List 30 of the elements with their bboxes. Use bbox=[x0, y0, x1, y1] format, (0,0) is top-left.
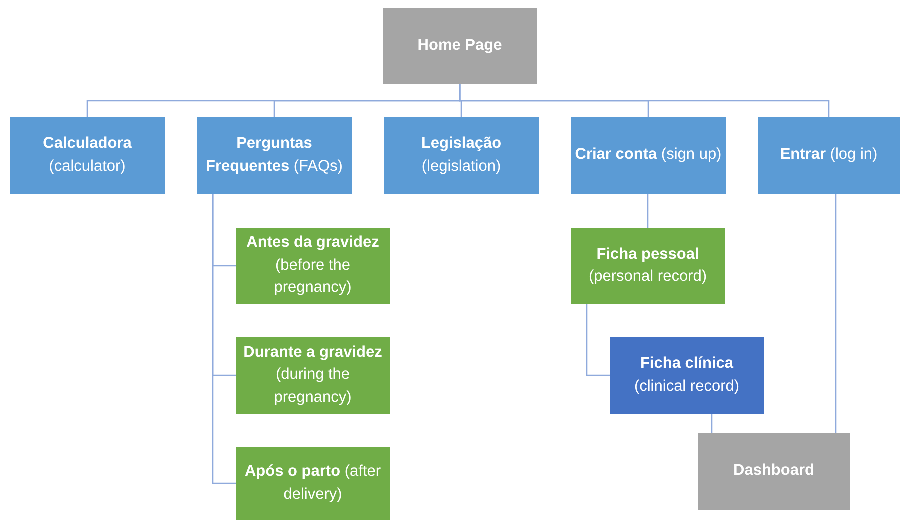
connector-line bbox=[586, 304, 610, 376]
subpage-box bbox=[236, 447, 390, 520]
node-label: Antes da gravidez (before the pregnancy) bbox=[246, 233, 380, 298]
page-box bbox=[571, 117, 726, 194]
node-label: Calculadora (calculator) bbox=[42, 134, 133, 176]
page-box bbox=[758, 117, 900, 194]
node-label: Ficha clínica (clinical record) bbox=[633, 354, 741, 396]
node-label: Home Page bbox=[418, 36, 502, 56]
node-label: Perguntas Frequentes (FAQs) bbox=[205, 134, 344, 176]
node-label: Legislação (legislation) bbox=[420, 134, 503, 176]
node-label: Após o parto (after delivery) bbox=[244, 462, 382, 504]
page-box bbox=[383, 8, 537, 84]
page-box bbox=[10, 117, 165, 194]
subpage-box bbox=[571, 228, 725, 304]
subpage-box bbox=[236, 228, 390, 304]
node-label: Dashboard bbox=[734, 461, 814, 482]
node-label: Ficha pessoal (personal record) bbox=[588, 244, 708, 287]
connector-line bbox=[212, 194, 236, 484]
page-box bbox=[197, 117, 352, 194]
node-label: Durante a gravidez (during the pregnancy) bbox=[242, 342, 384, 408]
subpage-box bbox=[610, 337, 764, 414]
connector-line bbox=[711, 414, 713, 433]
connector-line bbox=[459, 84, 830, 117]
node-label: Entrar (log in) bbox=[780, 145, 878, 166]
subpage-box bbox=[236, 337, 390, 414]
connector-line bbox=[647, 194, 649, 228]
page-box bbox=[384, 117, 539, 194]
page-box bbox=[698, 433, 850, 510]
node-label: Criar conta (sign up) bbox=[575, 145, 722, 166]
connector-line bbox=[835, 194, 837, 433]
